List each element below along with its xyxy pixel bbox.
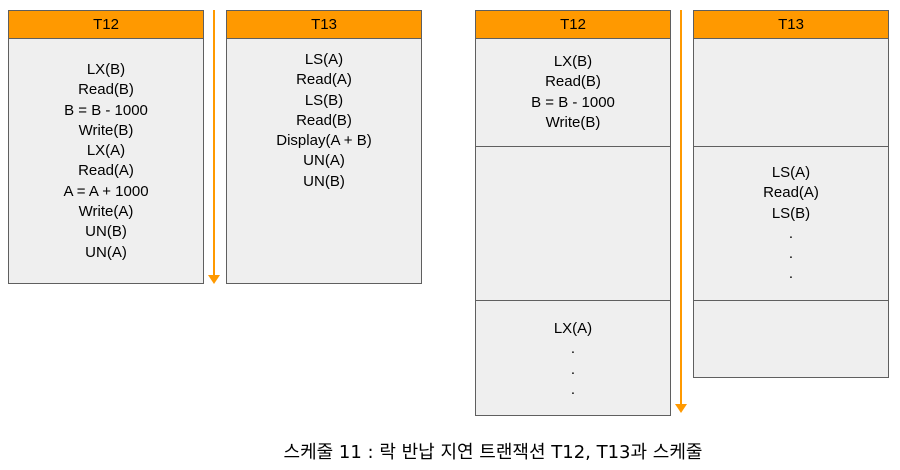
op-line: Read(B) [78,81,134,99]
right-t12-block3: LX(A) . . . [475,300,671,416]
op-line: Read(A) [78,162,134,180]
op-line: . [788,265,794,283]
op-line: LS(B) [771,204,811,222]
right-t13-block1 [693,38,889,147]
op-line: . [788,224,794,242]
right-time-arrow [675,10,687,414]
op-line: UN(A) [85,243,127,261]
op-line: . [788,245,794,263]
op-line: Read(A) [296,71,352,89]
left-time-arrow [208,10,220,285]
op-line: UN(B) [85,223,127,241]
op-line: Read(A) [763,184,819,202]
right-t12-block2 [475,146,671,301]
right-t12-header: T12 [475,10,671,39]
left-t12-body: LX(B) Read(B) B = B - 1000 Write(B) LX(A… [8,38,204,284]
op-line: UN(A) [303,152,345,170]
op-line: LX(B) [86,61,126,78]
op-line: LS(A) [771,164,811,181]
op-line: Write(B) [545,113,601,131]
op-line: Write(A) [78,203,134,221]
op-line: LX(A) [86,142,126,160]
left-t13-lines: LS(A) Read(A) LS(B) Read(B) Display(A + … [227,50,421,192]
right-t13-block2-lines: LS(A) Read(A) LS(B) . . . [694,163,888,285]
right-t13-block3 [693,300,889,378]
op-line: . [570,340,576,358]
right-t13-header: T13 [693,10,889,39]
op-line: B = B - 1000 [64,101,148,119]
op-line: Read(B) [545,73,601,91]
op-line: LS(A) [304,51,344,68]
left-t13-body: LS(A) Read(A) LS(B) Read(B) Display(A + … [226,38,422,284]
left-t12-header: T12 [8,10,204,39]
op-line: A = A + 1000 [63,182,149,200]
op-line: Write(B) [78,121,134,139]
op-line: LS(B) [304,91,344,109]
right-t12-block1-lines: LX(B) Read(B) B = B - 1000 Write(B) [476,52,670,133]
right-t13-block2: LS(A) Read(A) LS(B) . . . [693,146,889,301]
left-t13-header: T13 [226,10,422,39]
op-line: . [570,380,576,398]
op-line: B = B - 1000 [531,93,615,111]
op-line: Display(A + B) [276,132,372,150]
op-line: LX(A) [553,320,593,337]
op-line: LX(B) [553,53,593,70]
figure-caption: 스케줄 11 : 락 반납 지연 트랜잭션 T12, T13과 스케줄 [283,442,703,463]
right-t12-block3-lines: LX(A) . . . [476,319,670,400]
op-line: UN(B) [303,172,345,190]
left-t12-lines: LX(B) Read(B) B = B - 1000 Write(B) LX(A… [9,60,203,263]
op-line: Read(B) [296,111,352,129]
op-line: . [570,360,576,378]
right-t12-block1: LX(B) Read(B) B = B - 1000 Write(B) [475,38,671,147]
